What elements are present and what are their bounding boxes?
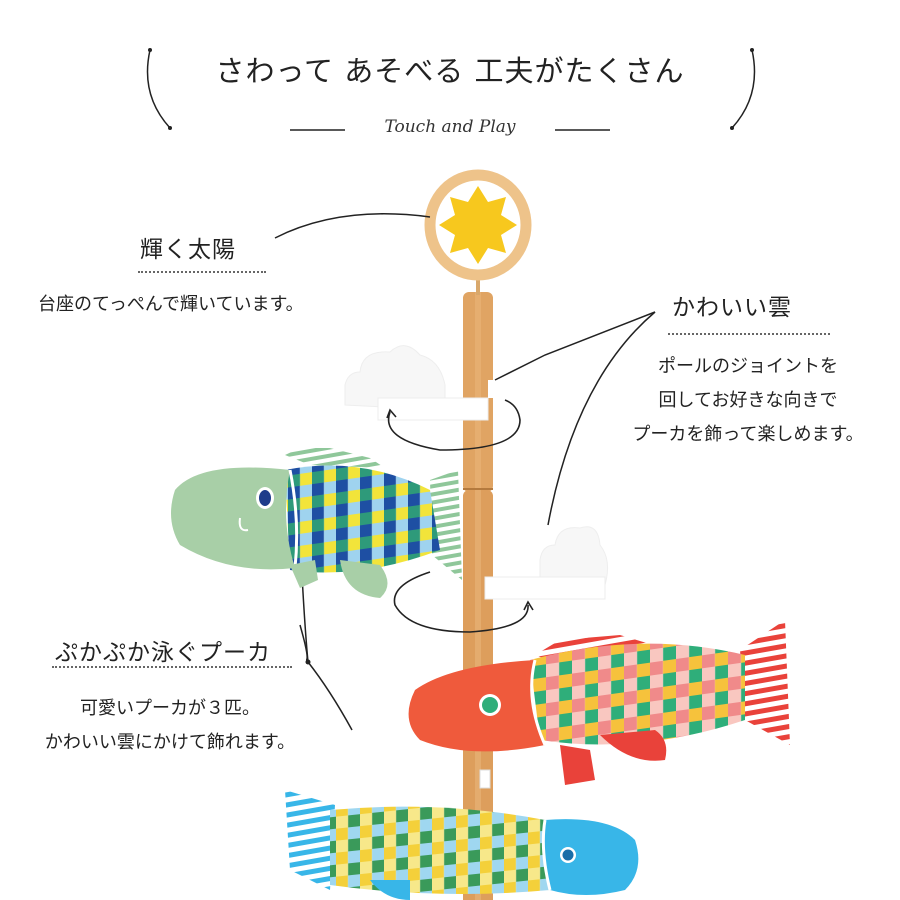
cloud-heading: かわいい雲: [672, 295, 792, 321]
sun-description: 台座のてっぺんで輝いています。: [38, 294, 304, 315]
sun-ornament: [424, 169, 532, 281]
fish-description-line: 可愛いプーカが３匹。: [80, 698, 260, 719]
pole-peg: [479, 769, 491, 789]
sun-star-icon: [439, 186, 517, 264]
cloud-description-line: プーカを飾って楽しめます。: [632, 424, 864, 445]
fish-description-line: かわいい雲にかけて飾れます。: [44, 732, 296, 753]
fish-heading: ぷかぷか泳ぐプーカ: [55, 640, 271, 666]
title-brackets: [146, 49, 756, 131]
page-title: さわって あそべる 工夫がたくさん: [215, 54, 685, 88]
rotate-arrows: [386, 399, 534, 633]
cloud-description: ポールのジョイントを 回してお好きな向きで プーカを飾って楽しめます。: [598, 350, 898, 452]
cloud-divider: [668, 333, 830, 335]
sun-heading: 輝く太陽: [140, 237, 236, 263]
blue-fish: [285, 790, 639, 900]
page-subtitle: Touch and Play: [384, 117, 516, 137]
fish-divider: [52, 666, 292, 668]
sun-divider: [138, 271, 266, 273]
fish-description: 可愛いプーカが３匹。 かわいい雲にかけて飾れます。: [0, 692, 340, 760]
cloud-lower: [484, 526, 609, 600]
green-fish: [171, 448, 462, 598]
cloud-description-line: ポールのジョイントを: [658, 356, 838, 377]
cloud-upper: [344, 345, 500, 421]
cloud-description-line: 回してお好きな向きで: [658, 390, 838, 411]
red-fish: [408, 620, 790, 785]
